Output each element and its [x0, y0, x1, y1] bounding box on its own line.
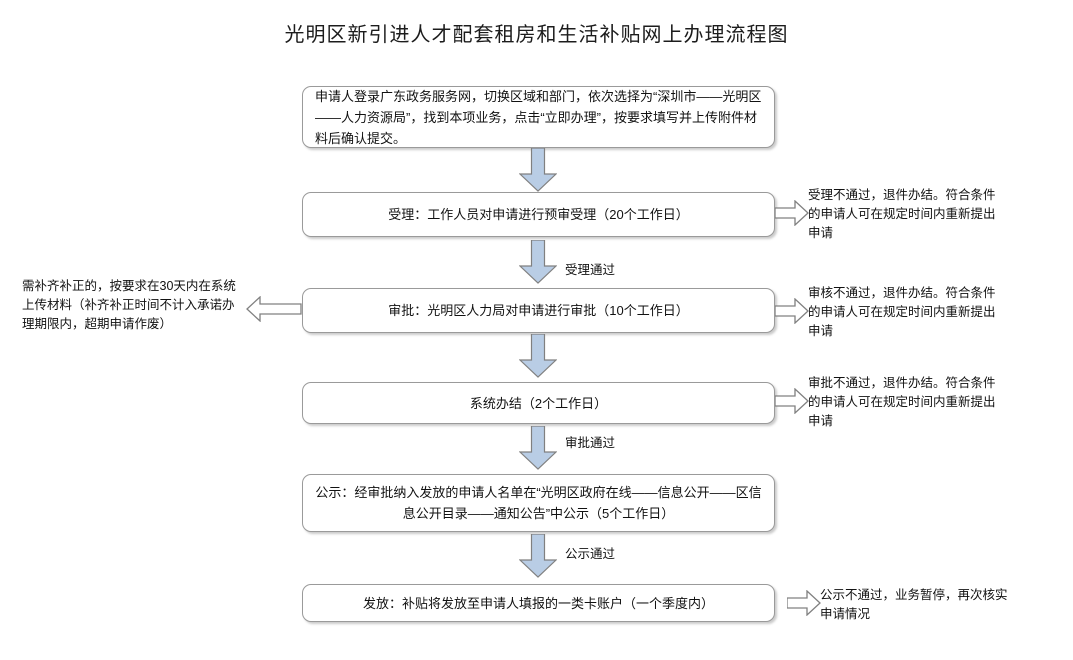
node-disbursement: 发放：补贴将发放至申请人填报的一类卡账户（一个季度内） — [302, 584, 775, 622]
arrow-right-icon — [787, 590, 821, 616]
node-system-settlement-label: 系统办结（2个工作日） — [469, 395, 608, 411]
node-acceptance: 受理：工作人员对申请进行预审受理（20个工作日） — [302, 192, 775, 237]
node-application: 申请人登录广东政务服务网，切换区域和部门，依次选择为“深圳市——光明区——人力资… — [302, 86, 775, 148]
arrow-right-icon — [775, 200, 809, 226]
node-acceptance-label: 受理：工作人员对申请进行预审受理（20个工作日） — [388, 207, 689, 222]
connector-label-approval-pass: 审批通过 — [565, 436, 616, 450]
node-application-label: 申请人登录广东政务服务网，切换区域和部门，依次选择为“深圳市——光明区——人力资… — [315, 88, 762, 146]
node-publicity-label: 公示：经审批纳入发放的申请人名单在“光明区政府在线——信息公开——区信息公开目录… — [315, 485, 762, 521]
arrow-left-icon — [246, 296, 302, 322]
note-approval-rejected: 审批不通过，退件办结。符合条件的申请人可在规定时间内重新提出申请 — [808, 376, 996, 428]
arrow-right-icon — [775, 388, 809, 414]
page-title: 光明区新引进人才配套租房和生活补贴网上办理流程图 — [284, 24, 789, 46]
node-publicity: 公示：经审批纳入发放的申请人名单在“光明区政府在线——信息公开——区信息公开目录… — [302, 474, 775, 532]
arrow-down-icon — [519, 426, 557, 470]
arrow-right-icon — [775, 298, 809, 324]
note-supplement-materials: 需补齐补正的，按要求在30天内在系统上传材料（补齐补正时间不计入承诺办理期限内，… — [22, 279, 236, 331]
node-disbursement-label: 发放：补贴将发放至申请人填报的一类卡账户（一个季度内） — [362, 595, 714, 611]
node-approval: 审批：光明区人力局对申请进行审批（10个工作日） — [302, 288, 775, 333]
arrow-down-icon — [519, 334, 557, 378]
arrow-down-icon — [519, 534, 557, 578]
arrow-down-icon — [519, 148, 557, 192]
node-approval-label: 审批：光明区人力局对申请进行审批（10个工作日） — [388, 303, 689, 318]
connector-label-acceptance-pass: 受理通过 — [565, 263, 616, 277]
arrow-down-icon — [519, 240, 557, 284]
connector-label-publicity-pass: 公示通过 — [565, 547, 616, 561]
node-system-settlement: 系统办结（2个工作日） — [302, 382, 775, 424]
note-review-rejected: 审核不通过，退件办结。符合条件的申请人可在规定时间内重新提出申请 — [808, 286, 996, 338]
note-publicity-rejected: 公示不通过，业务暂停，再次核实申请情况 — [820, 588, 1008, 621]
note-acceptance-rejected: 受理不通过，退件办结。符合条件的申请人可在规定时间内重新提出申请 — [808, 188, 996, 240]
